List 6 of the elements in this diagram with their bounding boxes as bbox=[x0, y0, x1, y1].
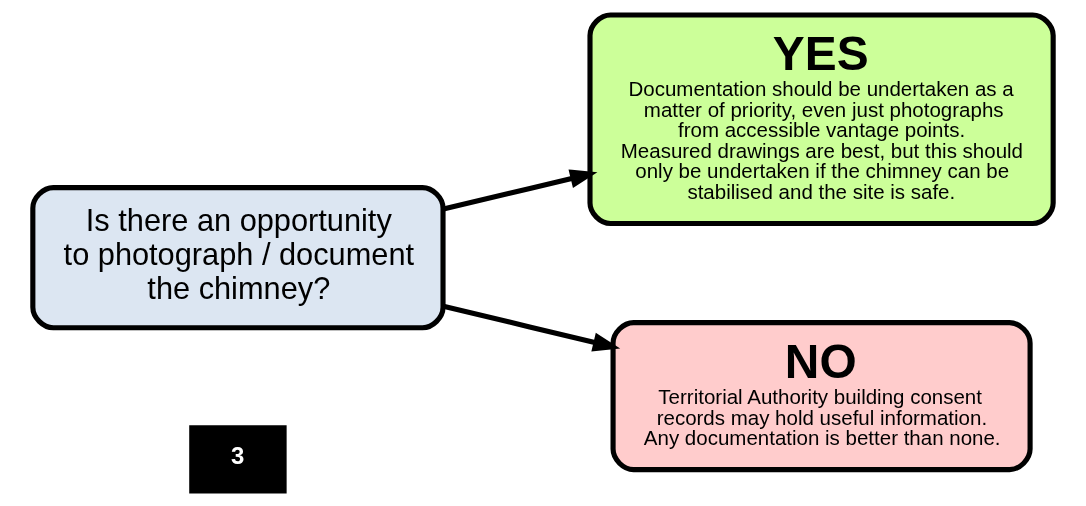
arrow bbox=[442, 169, 598, 212]
arrow bbox=[442, 303, 621, 352]
node-box: Is there an opportunity to photograph / document the chimney? bbox=[30, 185, 446, 331]
node-box: 3 bbox=[189, 425, 287, 494]
node-box: NO Territorial Authority building consent records may hold useful information. Any documentation is better than none. bbox=[610, 320, 1033, 473]
node-box: YES Documentation should be undertaken as a matter of priority, even just photographs from accessible vantage points. Measured drawings are best, but this should only be undertaken if the chimney can be stabilised and the site is safe. bbox=[587, 12, 1056, 227]
